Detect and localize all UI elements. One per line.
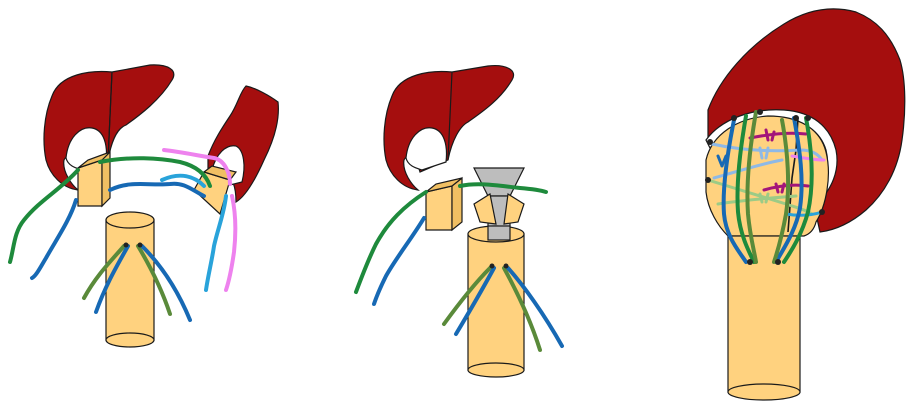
suture-blue-5 xyxy=(374,218,424,304)
anchor-hole xyxy=(747,259,753,265)
humeral-shaft-3 xyxy=(728,236,800,392)
anchor-hole xyxy=(707,139,713,145)
anchor-hole xyxy=(793,115,799,121)
anchor-hole xyxy=(805,115,811,121)
bone-fragment-panel-2 xyxy=(426,186,452,230)
anchor-hole xyxy=(124,243,129,248)
anchor-hole xyxy=(504,264,509,269)
humeral-shaft-1-top xyxy=(106,212,154,228)
anchor-hole xyxy=(705,177,711,183)
graft-wedge-right xyxy=(504,194,524,224)
anchor-hole xyxy=(731,115,737,121)
anchor-hole xyxy=(757,109,763,115)
panel-1 xyxy=(10,65,278,347)
anchor-hole xyxy=(775,259,781,265)
humeral-shaft-3-bottom xyxy=(728,384,800,400)
fibular-graft-top xyxy=(474,168,524,196)
anchor-hole xyxy=(138,243,143,248)
panel-3 xyxy=(705,9,905,400)
humeral-shaft-1 xyxy=(106,220,154,340)
panel-2 xyxy=(356,66,562,377)
humeral-shaft-1-bottom xyxy=(106,333,154,347)
anchor-hole xyxy=(819,209,825,215)
suture-green-1 xyxy=(100,158,210,186)
suture-pink-2 xyxy=(226,196,235,290)
humeral-shaft-2-bottom xyxy=(468,363,524,377)
graft-stem-inset xyxy=(488,226,510,240)
suture-blue-2 xyxy=(32,200,76,278)
suture-blue-1 xyxy=(110,184,204,196)
suture-green-4 xyxy=(356,192,426,292)
anchor-hole xyxy=(490,264,495,269)
